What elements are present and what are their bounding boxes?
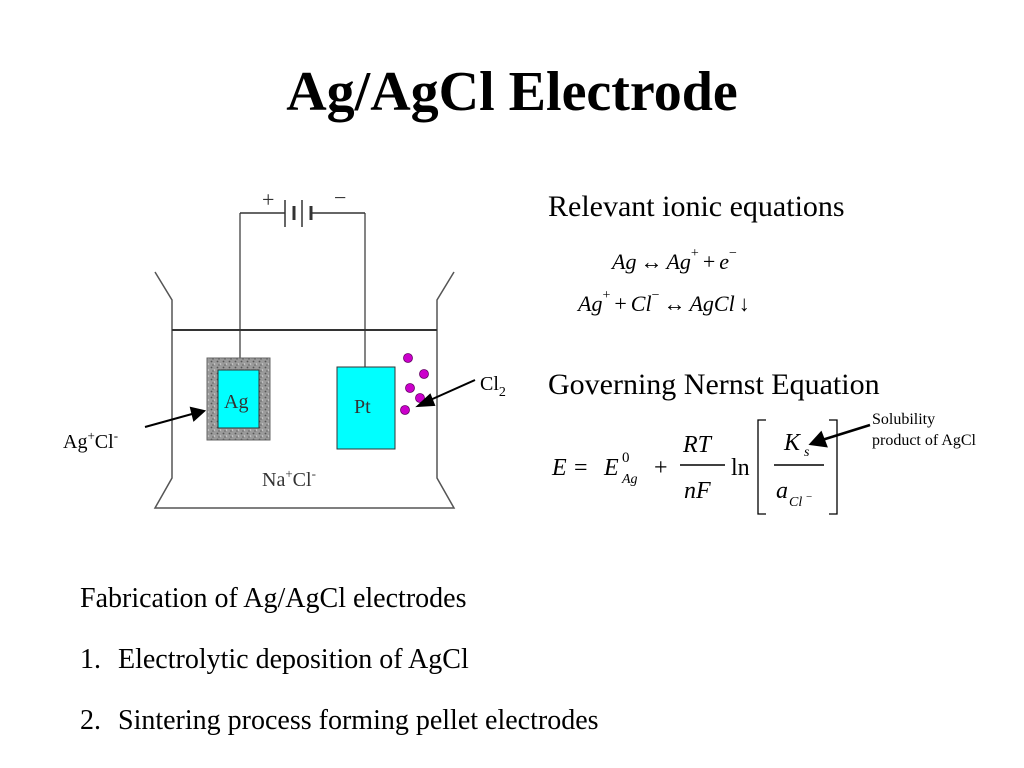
nernst-a-sub: Cl bbox=[789, 495, 802, 510]
nernst-Ks-sub: s bbox=[804, 445, 810, 460]
ionic-equation-1: Ag↔Ag++e− bbox=[612, 246, 737, 274]
nernst-denominator: nF bbox=[684, 478, 711, 504]
nernst-E0-sub: Ag bbox=[621, 472, 638, 487]
battery-icon bbox=[240, 200, 365, 227]
nernst-E: E bbox=[551, 455, 567, 481]
ag-electrode-label: Ag bbox=[224, 391, 248, 413]
gas-bubbles bbox=[400, 353, 429, 415]
solubility-annotation: Solubility product of AgCl bbox=[872, 410, 976, 452]
solubility-arrow bbox=[808, 423, 871, 448]
nernst-E0: E bbox=[603, 455, 619, 481]
nernst-ln: ln bbox=[731, 455, 750, 481]
nernst-Ks: K bbox=[783, 430, 802, 456]
agcl-arrow bbox=[144, 406, 207, 428]
ionic-equations-heading: Relevant ionic equations bbox=[548, 190, 845, 223]
slide-title: Ag/AgCl Electrode bbox=[286, 61, 738, 123]
nernst-heading: Governing Nernst Equation bbox=[548, 368, 880, 401]
pt-electrode bbox=[336, 366, 396, 450]
nernst-numerator: RT bbox=[682, 432, 713, 458]
nernst-equation: E = E 0 Ag + RT nF ln K s a Cl − bbox=[551, 419, 838, 515]
nernst-a-sub-sup: − bbox=[806, 491, 812, 503]
list-item-text: Electrolytic deposition of AgCl bbox=[118, 644, 469, 675]
cl2-arrow bbox=[415, 379, 476, 408]
list-item-text: Sintering process forming pellet electro… bbox=[118, 705, 599, 736]
battery-plus-label: + bbox=[262, 187, 274, 212]
pt-electrode-label: Pt bbox=[354, 396, 371, 418]
list-item: 2. Sintering process forming pellet elect… bbox=[80, 705, 599, 737]
annotation-line-1: Solubility bbox=[872, 411, 936, 428]
nacl-label: Na+Cl- bbox=[262, 466, 316, 491]
ionic-equation-2: Ag++Cl−↔AgCl↓ bbox=[578, 288, 750, 316]
nernst-E0-sup: 0 bbox=[622, 450, 630, 466]
agcl-label: Ag+Cl- bbox=[63, 428, 118, 453]
ag-electrode bbox=[217, 369, 260, 429]
cl2-label: Cl2 bbox=[480, 373, 506, 400]
fabrication-heading: Fabrication of Ag/AgCl electrodes bbox=[80, 583, 467, 614]
list-item-number: 2. bbox=[80, 705, 101, 736]
nernst-a: a bbox=[776, 478, 788, 504]
list-item-number: 1. bbox=[80, 644, 101, 675]
nernst-equals: = bbox=[574, 455, 588, 481]
nernst-plus: + bbox=[654, 455, 668, 481]
list-item: 1. Electrolytic deposition of AgCl bbox=[80, 644, 469, 676]
battery-minus-label: − bbox=[334, 185, 346, 210]
annotation-line-2: product of AgCl bbox=[872, 431, 976, 449]
